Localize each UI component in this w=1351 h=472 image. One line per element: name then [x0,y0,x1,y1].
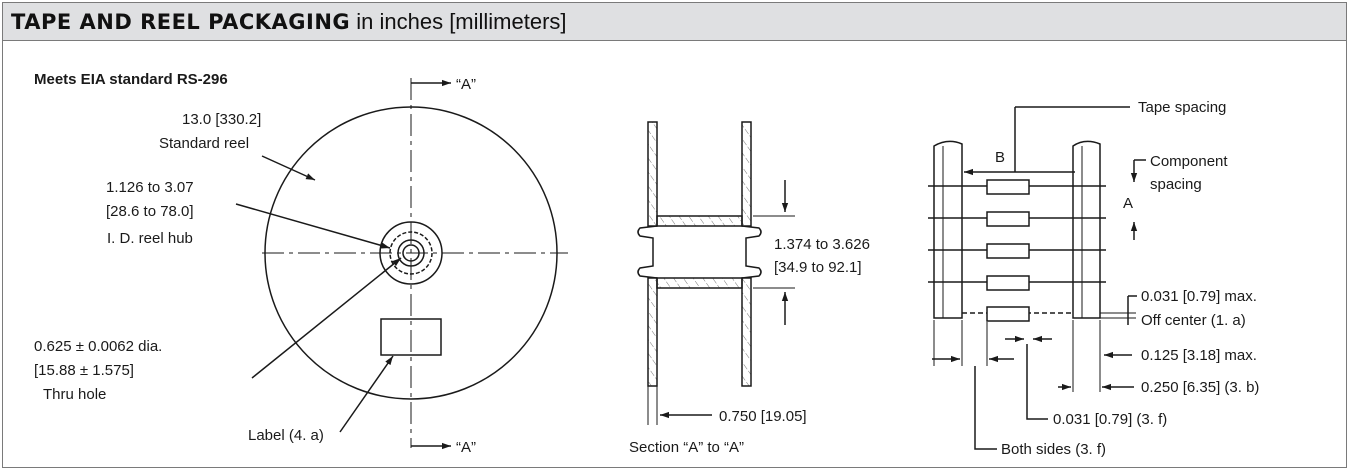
label-leader [339,355,394,433]
section-caption: Section “A” to “A” [629,439,744,456]
tape-spacing-label: Tape spacing [1138,99,1226,116]
hole-leader [251,257,402,379]
diameter-value: 13.0 [330.2] [182,111,261,128]
reel-view [235,78,568,450]
figure-title-units: in inches [millimeters] [350,9,567,34]
dim-250-label: 0.250 [6.35] (3. b) [1141,379,1259,396]
right-flange-top [741,121,752,227]
hub-profile-right [741,225,762,279]
both-sides-leader [974,366,997,450]
hub-leader [235,203,391,249]
hub-value-mm: [28.6 to 78.0] [106,203,194,220]
hub-value-in: 1.126 to 3.07 [106,179,194,196]
left-flange-top [647,121,658,227]
standard-note: Meets EIA standard RS-296 [34,71,228,88]
both-sides-label: Both sides (3. f) [1001,441,1106,458]
diameter-leader [261,155,316,181]
section-width-in: 1.374 to 3.626 [774,236,870,253]
section-thickness: 0.750 [19.05] [719,408,807,425]
diameter-label: Standard reel [159,135,249,152]
right-tape [1072,140,1101,319]
dim-125-label: 0.125 [3.18] max. [1141,347,1257,364]
component-spacing-line2: spacing [1150,176,1202,193]
left-flange-bottom [647,277,658,387]
off-center-value: 0.031 [0.79] max. [1141,288,1257,305]
section-width-mm: [34.9 to 92.1] [774,259,862,276]
figure-header: TAPE AND REEL PACKAGING in inches [milli… [3,3,1346,41]
component-spacing-line1: Component [1150,153,1228,170]
dim-031-label: 0.031 [0.79] (3. f) [1053,411,1167,428]
hole-value-in: 0.625 ± 0.0062 dia. [34,338,162,355]
left-tape [933,140,963,319]
label-area [380,318,442,356]
tape-view [928,106,1146,450]
dim-b-label: B [995,149,1005,166]
hub-bottom [656,277,743,289]
hole-value-mm: [15.88 ± 1.575] [34,362,134,379]
section-marker-top: “A” [456,76,476,93]
dim-a-label: A [1123,195,1133,212]
figure-title: TAPE AND REEL PACKAGING in inches [milli… [11,9,567,35]
section-view [637,121,795,425]
off-center-label: Off center (1. a) [1141,312,1246,329]
hub-profile-left [637,225,658,279]
hole-label: Thru hole [43,386,106,403]
section-marker-bottom: “A” [456,439,476,456]
label-callout: Label (4. a) [248,427,324,444]
right-flange-bottom [741,277,752,387]
hub-label: I. D. reel hub [107,230,193,247]
hub-top [656,215,743,227]
component-bodies [986,179,1030,322]
figure-title-bold: TAPE AND REEL PACKAGING [11,10,351,34]
dim-031-leader [1026,344,1048,420]
